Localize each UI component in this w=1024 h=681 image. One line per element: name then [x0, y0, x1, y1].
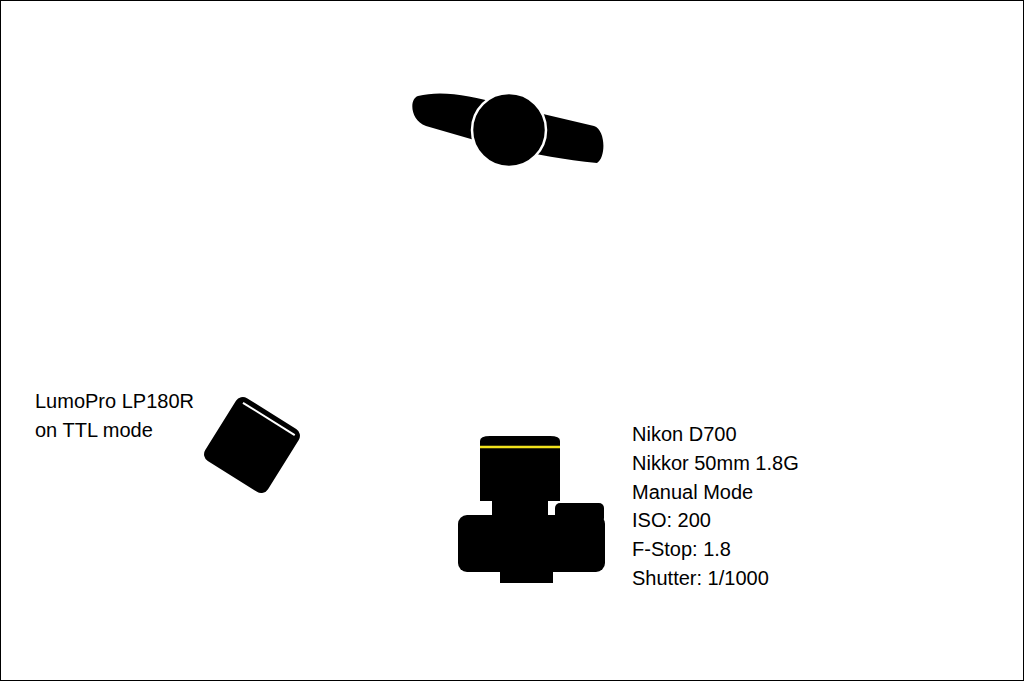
camera-setting: F-Stop: 1.8: [632, 535, 731, 564]
camera-setting: ISO: 200: [632, 506, 711, 535]
camera-setting: Shutter: 1/1000: [632, 564, 769, 593]
subject-head: [472, 93, 546, 167]
flash-head-line: [243, 403, 295, 435]
flash-unit: [201, 394, 303, 496]
subject-figure: [412, 93, 603, 167]
flash-body: [201, 394, 303, 496]
camera-setting: Manual Mode: [632, 478, 753, 507]
camera-setting: Nikon D700: [632, 420, 737, 449]
lens-ring: [480, 446, 560, 449]
camera: [458, 436, 605, 583]
camera-lens: [480, 436, 560, 501]
camera-setting: Nikkor 50mm 1.8G: [632, 449, 799, 478]
camera-body: [458, 515, 605, 572]
lens-mount: [492, 499, 548, 517]
flash-label: LumoPro LP180R on TTL mode: [35, 387, 207, 445]
camera-viewfinder: [500, 566, 553, 583]
